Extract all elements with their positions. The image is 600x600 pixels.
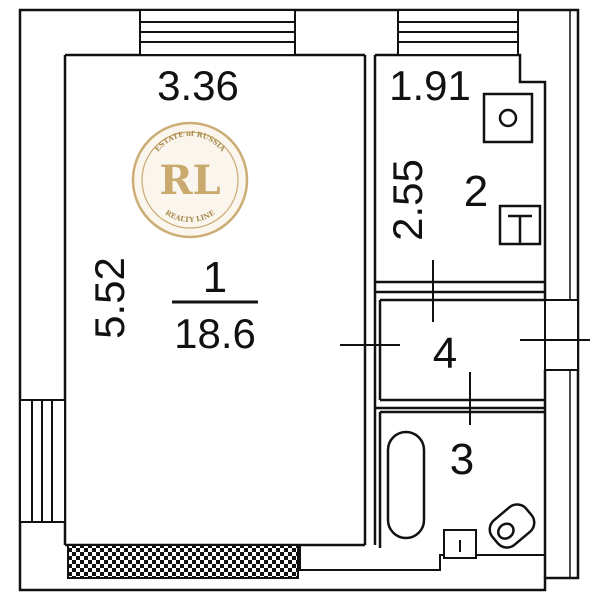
sink-icon [482, 92, 534, 144]
room1-area: 18.6 [174, 310, 256, 357]
window-left [19, 399, 66, 523]
room3-number: 3 [450, 435, 474, 484]
washbasin-icon [443, 529, 477, 559]
stove-icon [498, 204, 542, 246]
door-entrance-right [544, 299, 579, 371]
logo-monogram: RL [159, 157, 220, 204]
bathtub-icon [386, 430, 426, 540]
window-top-left [139, 9, 296, 56]
door-marks [340, 260, 590, 425]
room2-number: 2 [464, 167, 488, 216]
room4-number: 4 [433, 329, 457, 378]
toilet-icon [488, 503, 536, 549]
window-top-right [397, 9, 519, 56]
room2-width-label: 1.91 [389, 62, 471, 109]
balcony [67, 544, 299, 579]
realty-logo: ESTATE of RUSSIA REALTY LINE RL [131, 121, 249, 239]
room1-length-label: 5.52 [86, 257, 133, 339]
room1-width-label: 3.36 [157, 62, 239, 109]
room2-length-label: 2.55 [384, 159, 431, 241]
room1-number: 1 [203, 253, 227, 302]
interior-partitions [363, 55, 545, 548]
